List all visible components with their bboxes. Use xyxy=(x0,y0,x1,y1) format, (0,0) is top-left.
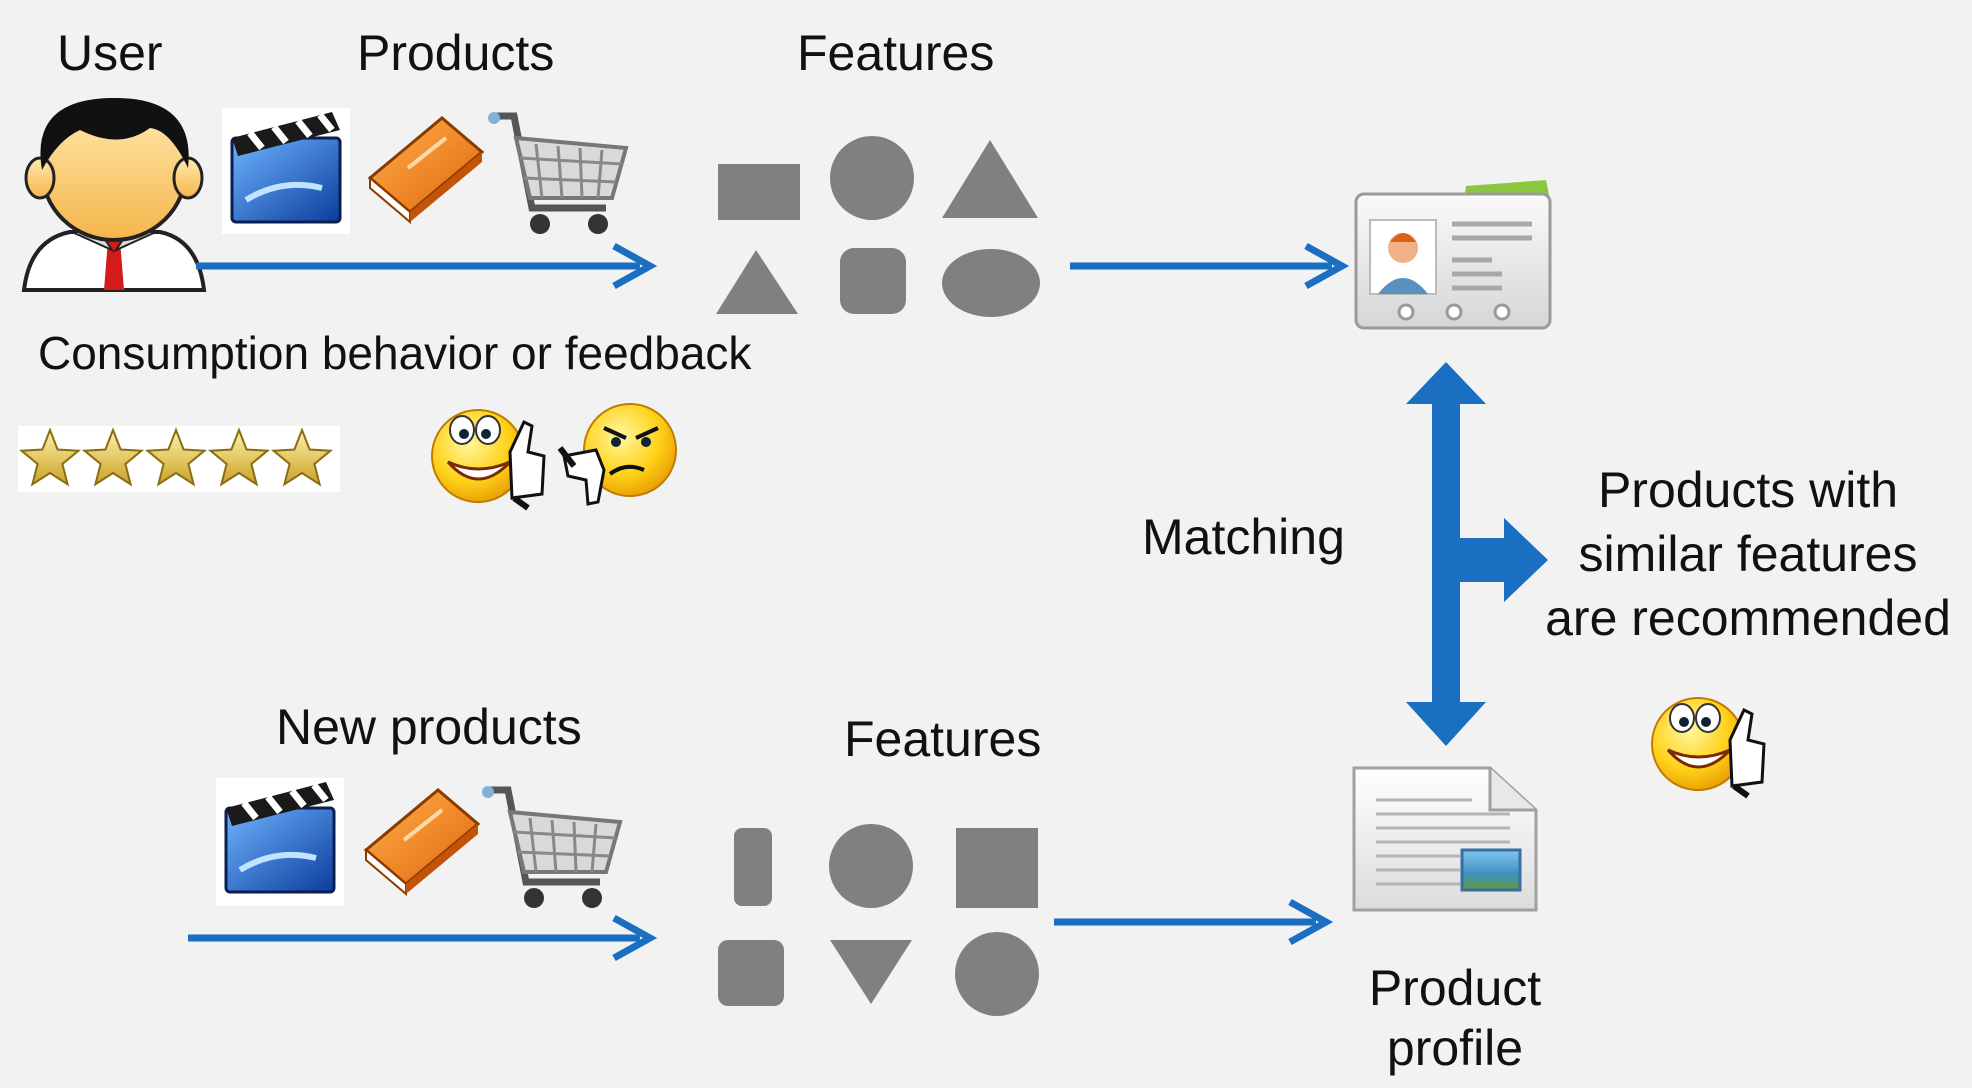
product-profile-label: Product profile xyxy=(1340,958,1570,1078)
recommended-label: Products with similar features are recom… xyxy=(1528,458,1968,650)
feature-triangle-small xyxy=(716,250,798,314)
star-icon xyxy=(81,427,145,487)
feature-circle xyxy=(830,136,914,220)
feature-ellipse xyxy=(942,249,1040,317)
new-products-label: New products xyxy=(276,699,582,755)
consumption-label: Consumption behavior or feedback xyxy=(38,327,752,379)
product-profile-line-2: profile xyxy=(1386,1020,1524,1076)
feature-bar xyxy=(734,828,772,906)
feature-triangle xyxy=(942,140,1038,218)
feature-rectangle xyxy=(718,164,800,220)
recommend-smiley-icon xyxy=(1651,697,1766,799)
arrow-features-to-user-profile xyxy=(1070,242,1350,290)
book-icon xyxy=(367,116,485,225)
film-clapper-icon xyxy=(216,778,344,906)
star-icon xyxy=(207,427,271,487)
features-top-shapes xyxy=(716,136,1040,317)
rating-stars xyxy=(18,426,340,492)
feature-rounded-square xyxy=(840,248,906,314)
products-label: Products xyxy=(357,25,555,81)
features-bottom-shapes xyxy=(718,824,1039,1016)
feature-circle xyxy=(829,824,913,908)
feature-square xyxy=(956,828,1038,908)
user-profile-card-icon xyxy=(1354,180,1552,330)
feature-triangle-down xyxy=(830,940,912,1004)
recommended-line-2: similar features xyxy=(1578,526,1918,582)
star-icon xyxy=(18,427,82,487)
recommended-line-3: are recommended xyxy=(1545,590,1951,646)
user-label: User xyxy=(57,25,163,81)
features-top-label: Features xyxy=(797,25,995,81)
star-icon xyxy=(270,427,334,487)
shopping-cart-icon xyxy=(488,112,629,234)
feature-circle-2 xyxy=(955,932,1039,1016)
star-icon xyxy=(144,427,208,487)
product-profile-document-icon xyxy=(1352,766,1538,912)
matching-label: Matching xyxy=(1142,509,1345,565)
thumbs-up-smiley-icon xyxy=(431,409,546,511)
book-icon xyxy=(363,788,481,897)
film-clapper-icon xyxy=(222,108,350,234)
recommended-line-1: Products with xyxy=(1597,462,1899,518)
features-bottom-label: Features xyxy=(844,711,1042,767)
feature-rounded-square xyxy=(718,940,784,1006)
arrow-new-products-to-features xyxy=(188,914,658,962)
arrow-user-to-features xyxy=(196,242,658,290)
shopping-cart-icon xyxy=(482,786,623,908)
matching-double-arrow xyxy=(1406,362,1548,746)
arrow-features-to-product-profile xyxy=(1054,898,1334,946)
user-avatar-icon xyxy=(21,97,207,292)
thumbs-down-angry-smiley-icon xyxy=(557,403,677,506)
product-profile-line-1: Product xyxy=(1368,960,1542,1016)
